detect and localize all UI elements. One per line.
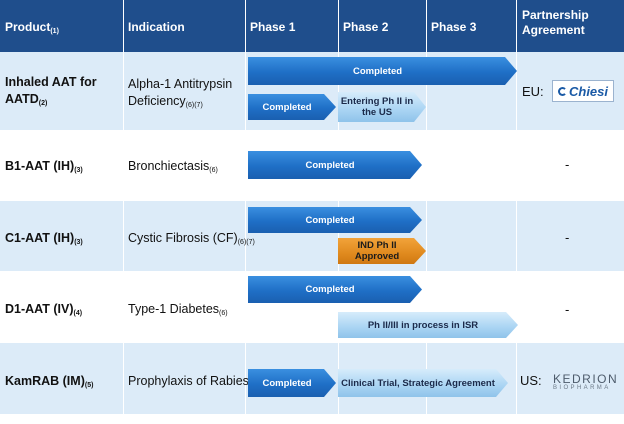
product-name: Inhaled AAT for AATD(2) [5,75,97,107]
kedrion-logo-text: KEDRION [553,372,619,386]
header-phase-2: Phase 2 [343,20,389,34]
column-divider [516,0,517,414]
progress-bar-completed: Completed [248,151,422,179]
kedrion-logo-subtext: BIOPHARMA [553,385,611,391]
kedrion-logo: KEDRION BIOPHARMA [553,372,617,391]
progress-bar-phase-2: Clinical Trial, Strategic Agreement [338,369,508,397]
progress-bar-completed: Completed [248,57,517,85]
progress-bar-completed: Completed [248,94,336,120]
header-phase-3: Phase 3 [431,20,477,34]
product-name: B1-AAT (IH)(3) [5,159,83,174]
row-divider [0,200,624,201]
progress-bar-phase-2: Entering Ph II in the US [338,92,426,122]
partner-region: EU: [522,84,544,99]
product-name: D1-AAT (IV)(4) [5,302,83,317]
row-divider [0,271,624,272]
header-row [0,0,624,52]
progress-bar-completed: Completed [248,276,422,303]
progress-bar-completed: Completed [248,369,336,397]
indication-text: Type-1 Diabetes(6) [128,302,228,317]
header-phase-1: Phase 1 [250,20,296,34]
partner-none: - [565,230,570,245]
indication-text: Bronchiectasis(6) [128,159,218,174]
partner-none: - [565,302,570,317]
row-divider [0,342,624,343]
chiesi-mark-icon [557,86,567,96]
progress-bar-completed: Completed [248,207,422,233]
progress-bar-phase-2: IND Ph II Approved [338,238,426,264]
column-divider [245,0,246,414]
chiesi-logo: Chiesi [552,80,614,102]
indication-text: Prophylaxis of Rabies [128,374,249,388]
indication-text: Cystic Fibrosis (CF)(6)(7) [128,231,255,246]
product-name: C1-AAT (IH)(3) [5,231,83,246]
header-indication: Indication [128,20,185,34]
header-product: Product(1) [5,20,59,35]
chiesi-logo-text: Chiesi [568,83,608,99]
product-name: KamRAB (IM)(5) [5,374,94,389]
partner-region: US: [520,373,542,388]
column-divider [426,0,427,414]
column-divider [123,0,124,414]
indication-text: Alpha-1 Antitrypsin Deficiency(6)(7) [128,77,233,109]
partner-none: - [565,157,570,172]
progress-bar-phase-2-3: Ph II/III in process in ISR [338,312,518,338]
header-partnership: Partnership Agreement [522,8,589,37]
row-divider [0,130,624,131]
